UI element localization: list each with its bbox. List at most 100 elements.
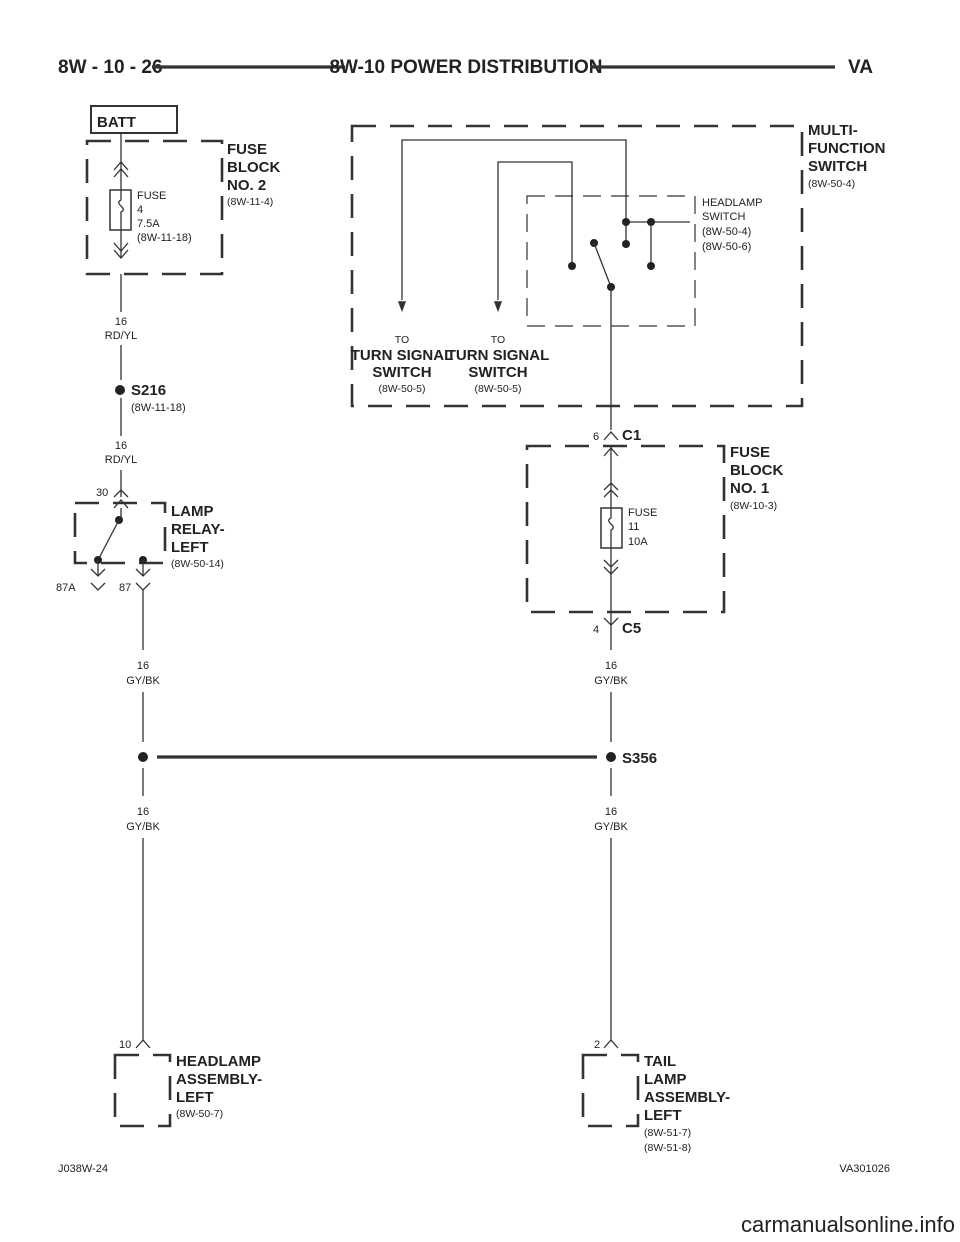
- multi-function-switch: MULTI- FUNCTION SWITCH (8W-50-4) HEADLAM…: [350, 122, 886, 430]
- fuse-block-2-frame: [85, 139, 224, 276]
- batt-label: BATT: [97, 114, 136, 131]
- headlamp-switch-arm-icon: [593, 242, 612, 288]
- to-turn-signal-2-line-1: TURN SIGNAL: [447, 347, 550, 364]
- wire-6-color: GY/BK: [594, 821, 628, 833]
- fuse-4-rating: 7.5A: [137, 218, 160, 230]
- wire-2-color: RD/YL: [105, 454, 137, 466]
- fuse-4-ref: (8W-11-18): [137, 232, 192, 244]
- fuse-4-input-terminal-icon: [113, 161, 129, 178]
- wire-5-gauge: 16: [137, 806, 149, 818]
- connector-c5-label: C5: [622, 620, 641, 637]
- wire-3-gauge: 16: [137, 660, 149, 672]
- lamp-relay-ref: (8W-50-14): [171, 558, 224, 570]
- headlamp-switch-label-2: SWITCH: [702, 211, 745, 223]
- splice-s356-dot: [606, 752, 616, 762]
- tail-lamp-label-line-4: LEFT: [644, 1107, 682, 1124]
- headlamp-switch-contact-3: [647, 262, 655, 270]
- multi-function-switch-frame: [350, 124, 804, 408]
- headlamp-assembly-label-line-3: LEFT: [176, 1089, 214, 1106]
- batt-box: BATT: [90, 105, 178, 134]
- headlamp-assembly-ref: (8W-50-7): [176, 1108, 223, 1120]
- fuse-block-2: FUSE BLOCK NO. 2 (8W-11-4) FUSE 4 7.5A (…: [85, 133, 280, 276]
- splice-left-dot: [138, 752, 148, 762]
- fuse-block-1-label-line-1: FUSE: [730, 444, 770, 461]
- to-turn-signal-1-ref: (8W-50-5): [378, 383, 425, 395]
- fuse-block-2-label-line-3: NO. 2: [227, 177, 266, 194]
- relay-pin-87a: 87A: [56, 582, 76, 594]
- fuse-block-2-label-line-1: FUSE: [227, 141, 267, 158]
- footer-diagram-id: J038W-24: [58, 1163, 108, 1175]
- fuse-block-1-label-line-2: BLOCK: [730, 462, 783, 479]
- connector-c1-label: C1: [622, 427, 641, 444]
- mfs-to-turn-signal-arrow-1: [397, 301, 407, 313]
- headlamp-switch-contact-1: [622, 240, 630, 248]
- to-turn-signal-2-line-2: SWITCH: [468, 364, 527, 381]
- vehicle-code: VA: [848, 57, 873, 78]
- tail-lamp-label-line-2: LAMP: [644, 1071, 687, 1088]
- fuse-11-output-terminal-icon: [603, 559, 619, 575]
- connector-c1-pin: 6: [593, 431, 599, 443]
- relay-switch-arm-icon: [97, 519, 120, 561]
- fuse-11-element-icon: [608, 508, 614, 548]
- lamp-relay-frame: [73, 501, 167, 565]
- relay-pin-87: 87: [119, 582, 131, 594]
- connector-c1-terminal-icon: [603, 431, 619, 441]
- wire-4-color: GY/BK: [594, 675, 628, 687]
- mfs-label-line-2: FUNCTION: [808, 140, 886, 157]
- mfs-turn-signal-route-2: [497, 161, 573, 300]
- to-turn-signal-2-to: TO: [491, 334, 505, 346]
- page-header: 8W - 10 - 26 8W-10 POWER DISTRIBUTION VA: [58, 57, 873, 78]
- fuse-11-top-terminal-icon: [603, 447, 619, 457]
- tail-lamp-terminal-icon: [603, 1039, 619, 1049]
- fuse-4-number: 4: [137, 204, 143, 216]
- connector-c5-pin: 4: [593, 624, 599, 636]
- fuse-11-rating: 10A: [628, 536, 648, 548]
- fuse-block-1: 6 C1 FUSE BLOCK NO. 1 (8W-10-3) FUSE 11 …: [525, 427, 783, 637]
- splice-s216: S216 (8W-11-18): [115, 382, 186, 414]
- headlamp-switch-ref-2: (8W-50-6): [702, 241, 751, 253]
- page-number: 8W - 10 - 26: [58, 57, 163, 78]
- wire-3-color: GY/BK: [126, 675, 160, 687]
- to-turn-signal-1-line-1: TURN SIGNAL: [351, 347, 454, 364]
- headlamp-switch-contact-2: [568, 262, 576, 270]
- mfs-ref: (8W-50-4): [808, 178, 855, 190]
- tail-lamp-assembly-frame: [581, 1053, 640, 1128]
- headlamp-assembly-left: 10 HEADLAMP ASSEMBLY- LEFT (8W-50-7): [113, 1039, 262, 1128]
- mfs-label-line-3: SWITCH: [808, 158, 867, 175]
- mfs-turn-signal-route-1: [401, 139, 627, 300]
- headlamp-assembly-frame: [113, 1053, 172, 1128]
- fuse-block-2-ref: (8W-11-4): [227, 196, 273, 208]
- fuse-block-1-ref: (8W-10-3): [730, 500, 777, 512]
- fuse-block-1-frame: [525, 444, 726, 614]
- fuse-4-element-icon: [118, 190, 124, 230]
- fuse-11-input-terminal-icon: [603, 482, 619, 498]
- relay-pin-30: 30: [96, 487, 108, 499]
- headlamp-terminal-icon: [135, 1039, 151, 1049]
- fuse-11-label: FUSE: [628, 507, 657, 519]
- tail-lamp-label-line-3: ASSEMBLY-: [644, 1089, 730, 1106]
- splice-s356: S356: [138, 750, 657, 767]
- batt-frame: [90, 105, 178, 134]
- headlamp-pin: 10: [119, 1039, 131, 1051]
- wire-1-color: RD/YL: [105, 330, 137, 342]
- headlamp-switch-junction-1: [622, 218, 630, 226]
- tail-lamp-ref-2: (8W-51-8): [644, 1142, 691, 1154]
- page-title: 8W-10 POWER DISTRIBUTION: [329, 57, 602, 78]
- relay-pin-30-inner-icon: [113, 499, 129, 509]
- mfs-to-turn-signal-arrow-2: [493, 301, 503, 313]
- tail-lamp-assembly-left: 2 TAIL LAMP ASSEMBLY- LEFT (8W-51-7) (8W…: [581, 1039, 730, 1154]
- fuse-block-2-label-line-2: BLOCK: [227, 159, 280, 176]
- lamp-relay-label-line-1: LAMP: [171, 503, 214, 520]
- lamp-relay-label-line-3: LEFT: [171, 539, 209, 556]
- wire-4-gauge: 16: [605, 660, 617, 672]
- splice-s216-dot: [115, 385, 125, 395]
- wire-2-gauge: 16: [115, 440, 127, 452]
- splice-s216-label: S216: [131, 382, 166, 399]
- lamp-relay-left: LAMP RELAY- LEFT (8W-50-14) 30 87A 87: [56, 487, 225, 594]
- splice-s216-ref: (8W-11-18): [131, 402, 186, 414]
- splice-s356-label: S356: [622, 750, 657, 767]
- footer-figure-id: VA301026: [839, 1163, 890, 1175]
- tail-lamp-label-line-1: TAIL: [644, 1053, 676, 1070]
- wire-5-color: GY/BK: [126, 821, 160, 833]
